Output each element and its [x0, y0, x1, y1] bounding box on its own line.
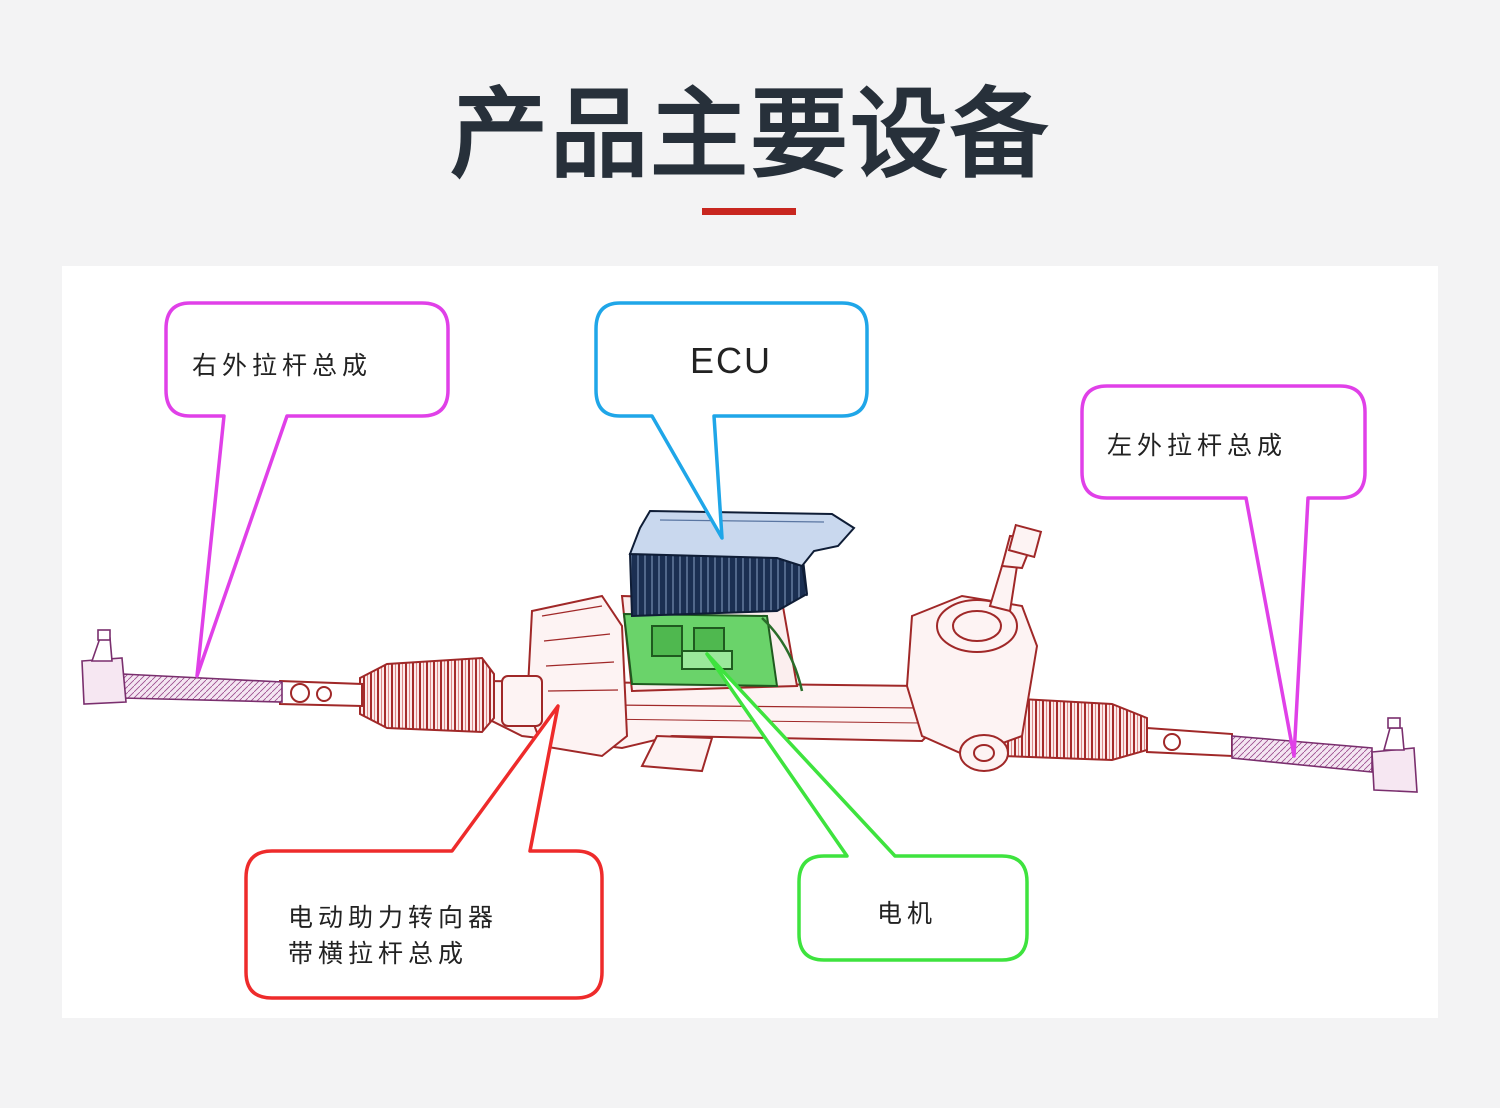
callout-left-tie-rod-label: 左外拉杆总成: [1107, 431, 1288, 460]
title-underline: [702, 208, 796, 215]
page-title: 产品主要设备: [449, 78, 1050, 192]
right-outer-tie-rod-drawing: [81, 629, 283, 705]
callout-left-tie-rod: [1080, 384, 1367, 758]
callout-steering-gear-label-line1: 电动助力转向器: [288, 903, 499, 932]
steering-assembly-diagram: [81, 301, 1418, 1000]
callout-motor: [705, 652, 1029, 962]
diagram-panel: 右外拉杆总成 ECU 左外拉杆总成 电动助力转向器 带横拉杆总成 电机: [62, 266, 1438, 1018]
callout-steering-gear-label-line2: 带横拉杆总成: [288, 939, 469, 968]
callout-steering-gear: [244, 704, 604, 1000]
ecu-drawing: [628, 509, 856, 618]
callout-right-tie-rod-label: 右外拉杆总成: [192, 351, 373, 380]
left-outer-tie-rod-drawing: [1231, 717, 1418, 793]
callout-ecu-label: ECU: [690, 340, 773, 381]
motor-drawing: [622, 612, 804, 692]
callout-motor-label: 电机: [877, 899, 938, 928]
callout-right-tie-rod: [164, 301, 450, 678]
callout-ecu: [594, 301, 869, 540]
